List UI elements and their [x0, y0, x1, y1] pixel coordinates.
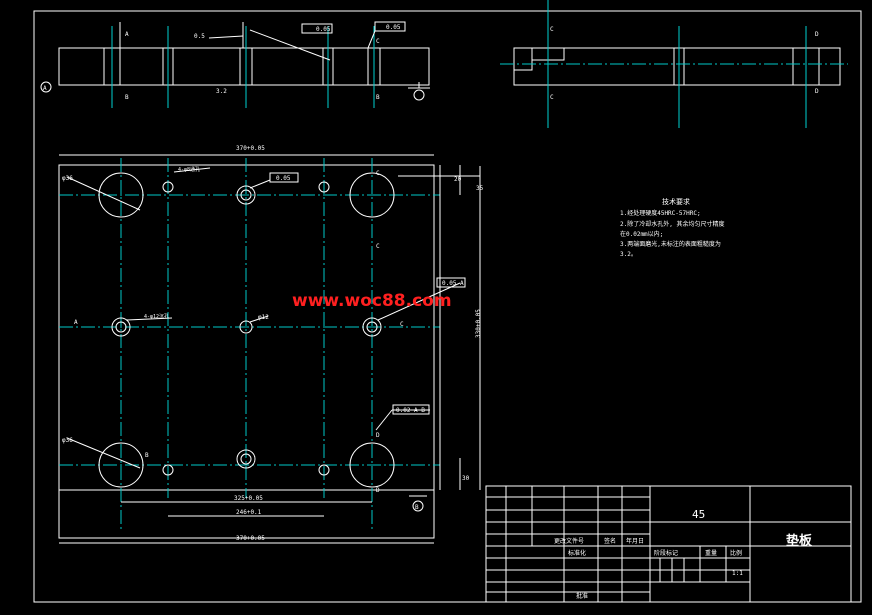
- tech-req-line-1: 1.经处理硬度45HRC-57HRC;: [620, 209, 701, 217]
- side-mark-c1: C: [550, 26, 554, 33]
- tb-standardization: 标准化: [568, 549, 586, 557]
- dia-label-bl: φ36: [62, 437, 73, 444]
- roughness-label: 3.2: [216, 88, 227, 95]
- plan-view: [58, 154, 481, 544]
- material-value: 45: [692, 508, 705, 521]
- dim-right-offset: 35: [476, 185, 484, 192]
- side-mark-c2: C: [550, 94, 554, 101]
- gdt-callout-2: 0.05 A: [442, 280, 464, 287]
- dim-height: 330+0.05: [475, 309, 482, 338]
- part-name: 垫板: [786, 533, 813, 549]
- angle-label: 0.5: [194, 33, 205, 40]
- plan-mark-d2: D: [376, 487, 380, 494]
- dia-label-tl: φ36: [62, 175, 73, 182]
- datum-b-label: B: [415, 504, 419, 511]
- section-view-left: [40, 21, 430, 108]
- tech-req-line-4: 3.两端面磨光,未标注的表面粗糙度为: [620, 240, 721, 248]
- gdt-callout-3: 0.02 A B: [396, 407, 425, 414]
- gdt-top-flat2: 0.05: [386, 24, 401, 31]
- side-mark-d1: D: [815, 31, 819, 38]
- dim-width-246: 246+0.1: [236, 509, 262, 516]
- dim-width-325: 325+0.05: [234, 495, 263, 502]
- plan-mark-c1: C: [376, 170, 380, 177]
- tb-weight: 重量: [705, 549, 717, 557]
- section-mark-b2: B: [376, 94, 380, 101]
- dim-top-width: 370+0.05: [236, 145, 265, 152]
- tb-scale-value: 1:1: [732, 570, 743, 577]
- gdt-callout-1: 0.05: [276, 175, 291, 182]
- tb-signature: 签名: [604, 537, 616, 545]
- tb-scale: 比例: [730, 549, 742, 557]
- tech-req-line-5: 3.2。: [620, 251, 637, 258]
- tb-stage-mark: 阶段标记: [654, 549, 678, 557]
- tech-req-title: 技术要求: [662, 197, 690, 206]
- plan-mark-d1: D: [376, 432, 380, 439]
- tech-req-line-3: 在0.02mm以内;: [620, 230, 663, 238]
- section-mark-a: A: [125, 31, 129, 38]
- section-mark-b1: B: [125, 94, 129, 101]
- watermark: www.woc88.com: [292, 291, 452, 311]
- tech-req-line-2: 2.除了冷却水孔外, 其余均匀尺寸精度: [620, 220, 724, 228]
- dim-top-offset: 20: [454, 176, 462, 183]
- section-mark-c: C: [376, 38, 380, 45]
- plan-mark-c3: C: [400, 321, 404, 328]
- dim-width-370b: 370+0.05: [236, 535, 265, 542]
- title-block: [485, 485, 852, 603]
- tb-change-doc: 更改文件号: [554, 537, 584, 545]
- drawing-frame: [33, 10, 862, 603]
- plan-mark-b: B: [145, 452, 149, 459]
- gdt-top-flat: 0.05: [316, 26, 331, 33]
- tb-date: 年月日: [626, 537, 644, 545]
- hole-note-mid: 4-φ12沉孔: [144, 313, 169, 320]
- plan-mark-a: A: [74, 319, 78, 326]
- hole-note-top: 4-φ8通孔: [178, 166, 200, 173]
- side-view-right: [500, 0, 848, 128]
- plan-mark-c2: C: [376, 243, 380, 250]
- dim-bottom-offset: 30: [462, 475, 470, 482]
- datum-a-label: A: [43, 85, 47, 92]
- dia-label-mid: φ12: [258, 314, 269, 321]
- side-mark-d2: D: [815, 88, 819, 95]
- tb-approval: 批准: [576, 592, 588, 600]
